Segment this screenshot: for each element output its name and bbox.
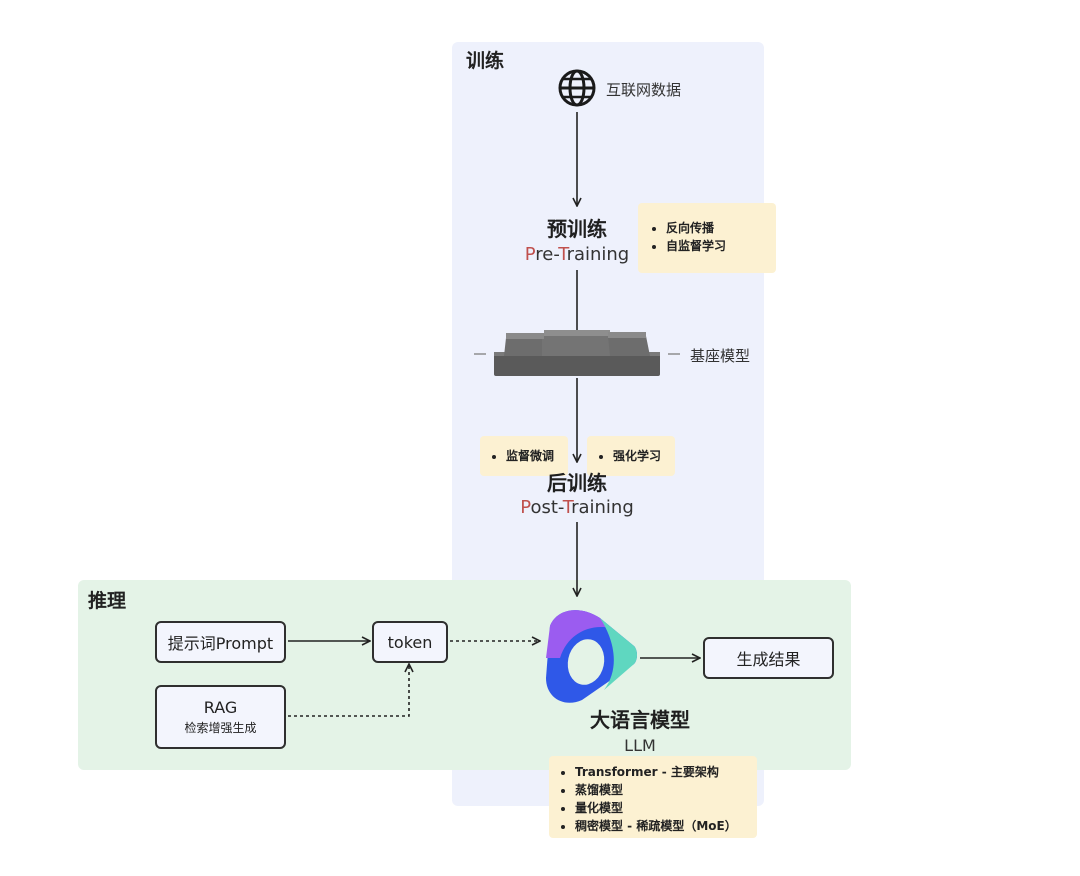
internet-data-label: 互联网数据 <box>606 81 682 99</box>
posttrain-subtitle: Post-Training <box>497 497 657 518</box>
llm-title: 大语言模型 <box>590 708 690 732</box>
posttrain-accent-t: T <box>562 497 572 518</box>
note-item: 量化模型 <box>575 799 757 817</box>
posttrain-text-ost: ost- <box>530 497 563 518</box>
base-model-label: 基座模型 <box>690 347 751 365</box>
llm-logo-icon <box>546 610 637 703</box>
note-item: 稠密模型 - 稀疏模型（MoE） <box>575 817 757 835</box>
training-title: 训练 <box>466 50 505 72</box>
pretrain-accent-p: P <box>524 244 536 265</box>
result-box: 生成结果 <box>703 637 834 679</box>
pretrain-notes: 反向传播 自监督学习 <box>638 203 776 273</box>
pretrain-subtitle: Pre-Training <box>507 244 647 265</box>
prompt-label: 提示词Prompt <box>167 634 274 653</box>
llm-notes: Transformer - 主要架构 蒸馏模型 量化模型 稠密模型 - 稀疏模型… <box>549 756 757 838</box>
note-item: 强化学习 <box>613 447 675 465</box>
posttrain-accent-p: P <box>520 497 531 518</box>
posttrain-text-raining: raining <box>571 497 634 518</box>
note-item: 蒸馏模型 <box>575 781 757 799</box>
rag-box: RAG 检索增强生成 <box>155 685 286 749</box>
result-label: 生成结果 <box>736 650 801 669</box>
pretrain-text-raining: raining <box>566 244 630 265</box>
pretrain-text-re: re- <box>535 244 559 265</box>
sft-note: 监督微调 <box>480 436 568 476</box>
pretrain-title: 预训练 <box>547 217 607 241</box>
prompt-box: 提示词Prompt <box>155 621 286 663</box>
token-label: token <box>387 632 433 652</box>
globe-icon <box>558 69 596 107</box>
posttrain-title: 后训练 <box>547 471 607 495</box>
note-item: Transformer - 主要架构 <box>575 763 757 781</box>
rag-label: RAG <box>203 698 238 717</box>
note-item: 反向传播 <box>666 219 776 237</box>
note-item: 自监督学习 <box>666 237 776 255</box>
rl-note: 强化学习 <box>587 436 675 476</box>
pretrain-accent-t: T <box>558 244 567 265</box>
stacked-blocks-icon <box>494 330 660 376</box>
token-box: token <box>372 621 448 663</box>
llm-subtitle: LLM <box>624 736 656 755</box>
note-item: 监督微调 <box>506 447 568 465</box>
rag-sublabel: 检索增强生成 <box>184 721 257 735</box>
inference-title: 推理 <box>88 590 127 612</box>
arrow-rag-to-token <box>288 664 409 717</box>
